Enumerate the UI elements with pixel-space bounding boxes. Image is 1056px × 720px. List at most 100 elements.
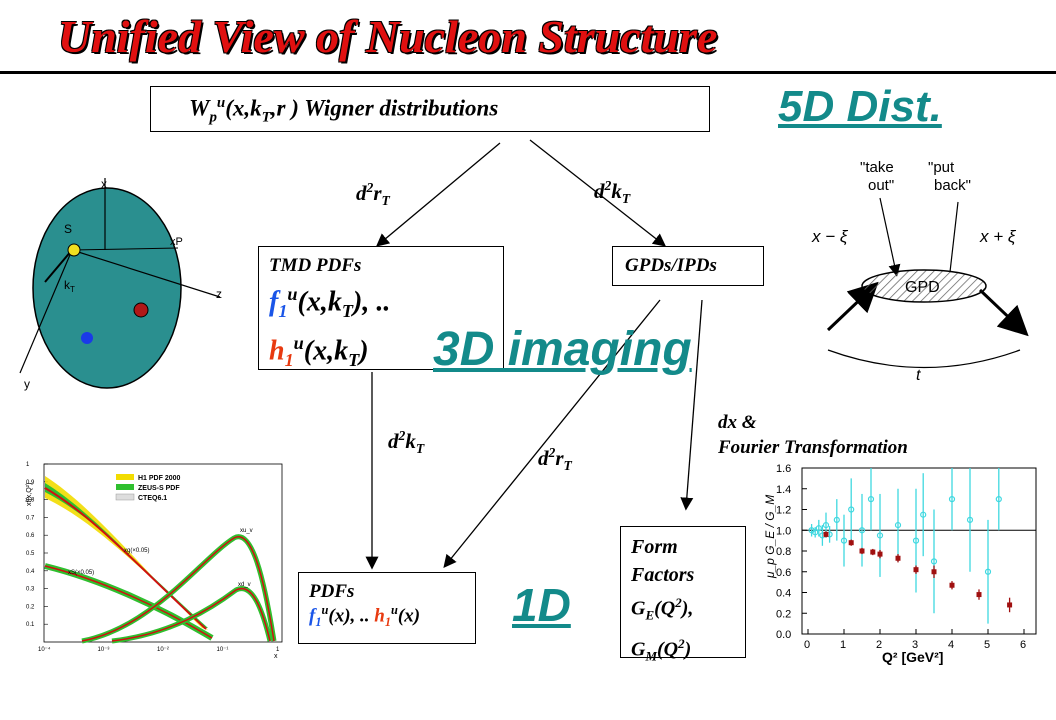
ff-ytick-label: 0.2 bbox=[776, 608, 791, 620]
ff-point-cyan bbox=[867, 496, 875, 503]
svg-text:xg(×0.05): xg(×0.05) bbox=[124, 548, 150, 554]
svg-text:"take: "take bbox=[860, 159, 894, 176]
ff-point-red bbox=[877, 551, 883, 557]
svg-text:back": back" bbox=[934, 177, 971, 194]
ff-point-red bbox=[823, 531, 829, 537]
svg-text:xu_v: xu_v bbox=[240, 528, 253, 534]
ff-point-cyan bbox=[876, 532, 884, 539]
pdf-x-ticks: 10⁻⁴ 10⁻³ 10⁻² 10⁻¹ 1 bbox=[38, 646, 280, 653]
tmd-f1u: f1u(x,kT), .. bbox=[269, 284, 391, 321]
pdf-ytick-label: 0.3 bbox=[26, 587, 35, 593]
ff-ytick-label: 0.4 bbox=[776, 588, 791, 600]
ff-xtick-label: 6 bbox=[1020, 639, 1026, 651]
ff-point-red bbox=[1007, 602, 1013, 608]
svg-text:Q² [GeV²]: Q² [GeV²] bbox=[882, 649, 943, 665]
pdf-xtick-label: 10⁻² bbox=[157, 647, 169, 653]
label-kt: kT bbox=[64, 278, 75, 294]
ff-point-red bbox=[976, 592, 982, 598]
ff-point-cyan bbox=[948, 496, 956, 503]
ff-point-cyan bbox=[930, 558, 938, 565]
pdf-xtick-label: 1 bbox=[276, 647, 280, 653]
label-1d: 1D bbox=[512, 579, 571, 631]
pdf-xtick-label: 10⁻⁴ bbox=[38, 646, 51, 653]
ff-point-cyan bbox=[858, 527, 866, 534]
ff-point-cyan bbox=[995, 496, 1002, 503]
ff-xtick-label: 4 bbox=[948, 639, 954, 651]
pdf-ytick-label: 0.5 bbox=[26, 551, 35, 557]
ff-point-cyan bbox=[812, 529, 819, 536]
quark-yellow bbox=[67, 243, 81, 257]
ff-point-cyan bbox=[894, 521, 902, 529]
ff-ytick-label: 0.6 bbox=[776, 567, 791, 579]
wigner-box: Wpu(x,kT,r ) Wigner distributions bbox=[150, 86, 710, 132]
ff-xtick-label: 2 bbox=[876, 639, 882, 651]
gpd-box: GPDs/IPDs bbox=[612, 246, 764, 286]
ff-xtick-label: 0 bbox=[804, 639, 810, 651]
ff-y-ticks: 0.00.20.40.60.81.01.21.41.6 bbox=[776, 463, 807, 641]
ff-ytick-label: 1.6 bbox=[776, 463, 791, 475]
ff-point-red bbox=[949, 582, 955, 588]
quark-red bbox=[133, 302, 149, 318]
svg-text:μ_p G_E / G_M: μ_p G_E / G_M bbox=[763, 495, 777, 579]
axis-label-x: x bbox=[101, 177, 107, 191]
ff-ytick-label: 1.4 bbox=[776, 484, 791, 496]
svg-text:x: x bbox=[274, 653, 278, 660]
svg-text:xS(×0.05): xS(×0.05) bbox=[68, 570, 94, 576]
pdf-ytick-label: 0.4 bbox=[26, 569, 35, 575]
ff-xtick-label: 1 bbox=[840, 639, 846, 651]
ff-point-cyan bbox=[815, 525, 822, 532]
pdf-ytick-label: 0.9 bbox=[26, 480, 35, 486]
form-factor-box: Form Factors GE(Q2), GM(Q2) bbox=[620, 526, 746, 663]
pdf-ytick-label: 0.6 bbox=[26, 533, 35, 539]
axis-label-z: z bbox=[216, 287, 222, 301]
label-d2rt-upper: d2rT bbox=[356, 180, 390, 209]
label-d2kt-upper: d2kT bbox=[594, 178, 631, 207]
svg-text:CTEQ6.1: CTEQ6.1 bbox=[138, 495, 167, 502]
ff-xtick-label: 3 bbox=[912, 639, 918, 651]
svg-text:t: t bbox=[916, 367, 921, 384]
ff-ytick-label: 0.0 bbox=[776, 629, 791, 641]
pdf-ytick-label: 1 bbox=[26, 462, 30, 468]
pdf-y-ticks: 0.10.20.30.40.50.60.70.80.91 bbox=[26, 462, 48, 628]
label-spin: S bbox=[64, 222, 72, 236]
ff-point-red bbox=[859, 548, 865, 554]
page-title: Unified View of Nucleon Structure bbox=[58, 11, 718, 62]
tmd-h1u: h1u(x,kT) bbox=[269, 332, 369, 370]
ff-point-red bbox=[913, 567, 919, 573]
ff-ytick-label: 1.0 bbox=[776, 525, 791, 537]
ff-point-red bbox=[870, 549, 876, 555]
svg-text:x − ξ: x − ξ bbox=[811, 227, 849, 246]
arrow-wigner-tmd bbox=[376, 142, 501, 247]
arrow-wigner-gpd bbox=[529, 139, 667, 247]
pdf-xtick-label: 10⁻³ bbox=[98, 647, 110, 653]
nucleon-sphere-figure: x xP z y S kT bbox=[19, 177, 222, 391]
tmd-box: TMD PDFs f1u(x,kT), .. h1u(x,kT) bbox=[258, 246, 504, 370]
ff-point-cyan bbox=[966, 516, 974, 523]
svg-text:xf(x,Q²): xf(x,Q²) bbox=[26, 483, 33, 506]
ff-point-cyan bbox=[822, 521, 830, 529]
ff-point-cyan bbox=[848, 506, 855, 513]
quark-blue bbox=[81, 332, 93, 344]
pdf-legend: H1 PDF 2000 ZEUS-S PDF CTEQ6.1 bbox=[115, 474, 181, 502]
label-3d-imaging: 3D imaging bbox=[433, 323, 692, 376]
title-underline bbox=[0, 71, 1056, 74]
axis-label-y: y bbox=[24, 377, 30, 391]
arrow-gpd-pdf bbox=[443, 299, 661, 569]
ff-point-cyan bbox=[912, 537, 920, 544]
xg-line-red bbox=[44, 487, 207, 630]
gpd-diagram: "take out" "put back" x − ξ x + ξ GPD t bbox=[811, 159, 1029, 384]
pdf-ytick-label: 0.7 bbox=[26, 515, 35, 521]
svg-text:GPD: GPD bbox=[905, 279, 940, 296]
pdf-xtick-label: 10⁻¹ bbox=[217, 647, 229, 653]
label-dx-fourier: dx & Fourier Transformation bbox=[718, 412, 908, 458]
arrow-gpd-ff bbox=[680, 299, 703, 511]
ff-point-red bbox=[931, 569, 937, 575]
ff-point-cyan bbox=[840, 537, 848, 544]
pdf-formula: f1u(x), .. h1u(x) bbox=[309, 603, 421, 630]
axis-label-xp: xP bbox=[170, 236, 183, 248]
nucleon-sphere bbox=[32, 187, 182, 389]
pdf-ytick-label: 0.8 bbox=[26, 498, 35, 504]
pdf-ytick-label: 0.2 bbox=[26, 604, 35, 610]
